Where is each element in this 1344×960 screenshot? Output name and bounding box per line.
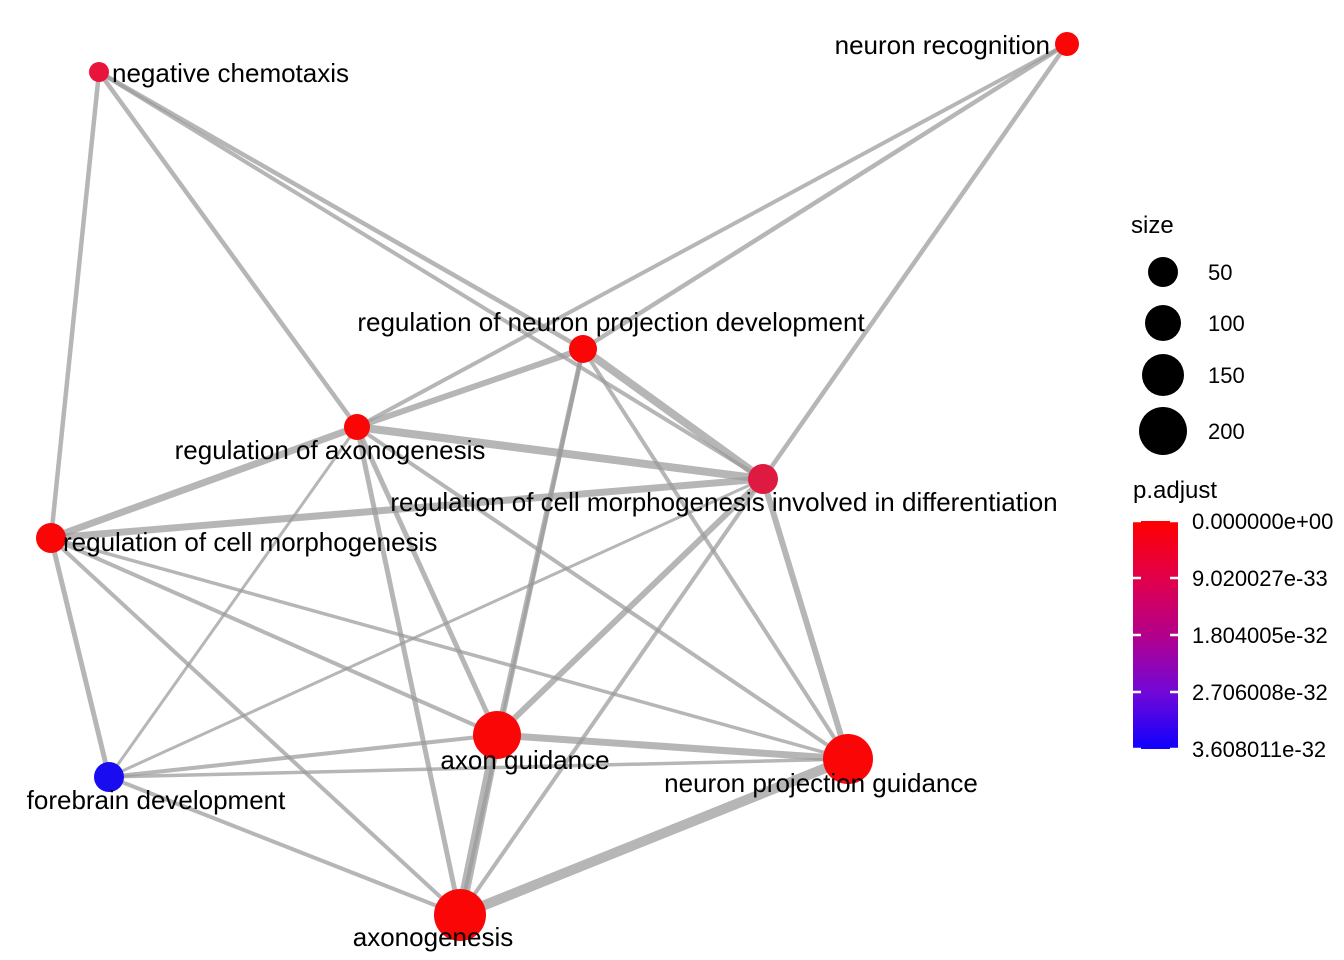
graph-node-reg_axonogenesis [344,414,370,440]
graph-node-negative_chemotaxis [89,62,109,82]
graph-edge-negative_chemotaxis--reg_cell_morphogenesis [48,71,102,539]
graph-node-axonogenesis [434,889,486,941]
size-legend-circle-50 [1148,257,1178,287]
graph-edge-neuron_recognition--reg_axonogenesis [356,42,1068,429]
size-legend-label-50: 50 [1208,260,1232,285]
graph-node-label-negative_chemotaxis: negative chemotaxis [112,58,349,88]
graph-edge-neuron_projection_guidance--forebrain_development [108,757,849,779]
padjust-legend-title: p.adjust [1133,477,1217,504]
graph-node-label-neuron_recognition: neuron recognition [835,30,1050,60]
graph-node-label-reg_cell_morphogenesis: regulation of cell morphogenesis [63,527,437,557]
padjust-tick-label-4: 3.608011e-32 [1192,737,1326,762]
size-legend-title: size [1131,212,1174,239]
graph-edge-axon_guidance--axonogenesis [455,733,502,917]
graph-edge-reg_neuron_projection_dev--reg_cell_morph_diff [580,345,766,483]
graph-edge-reg_neuron_projection_dev--neuron_projection_guidance [581,347,850,761]
padjust-tick-label-0: 0.000000e+00 [1192,509,1333,534]
padjust-tick-label-2: 1.804005e-32 [1192,623,1328,648]
size-legend-circle-150 [1142,354,1184,396]
graph-edge-neuron_projection_guidance--axonogenesis [458,754,850,920]
padjust-colorbar-ticks [1133,519,1178,751]
padjust-tick-label-3: 2.706008e-32 [1192,680,1328,705]
graph-edge-reg_cell_morphogenesis--neuron_projection_guidance [50,536,849,761]
graph-edge-reg_cell_morphogenesis--axon_guidance [50,536,498,737]
graph-node-forebrain_development [94,762,124,792]
graph-node-neuron_projection_guidance [823,734,873,784]
graph-node-label-reg_axonogenesis: regulation of axonogenesis [175,435,486,465]
padjust-tick-label-1: 9.020027e-33 [1192,566,1328,591]
graph-edge-forebrain_development--axonogenesis [108,775,461,917]
graph-edge-reg_axonogenesis--forebrain_development [107,426,359,778]
graph-node-neuron_recognition [1055,32,1079,56]
graph-node-reg_cell_morphogenesis [36,523,66,553]
graph-node-reg_neuron_projection_dev [569,335,597,363]
graph-node-axon_guidance [473,711,521,759]
graph-edge-reg_cell_morph_diff--forebrain_development [108,477,764,779]
graph-edge-reg_cell_morphogenesis--axonogenesis [49,536,462,917]
padjust-legend: p.adjust 0.000000e+00 9.020027e-33 1.804… [1133,477,1333,762]
size-legend-circle-200 [1139,407,1187,455]
graph-edge-negative_chemotaxis--reg_axonogenesis [97,70,359,429]
graph-node-label-forebrain_development: forebrain development [27,785,286,815]
graph-node-label-axon_guidance: axon guidance [440,745,609,775]
graph-edge-reg_cell_morph_diff--neuron_projection_guidance [760,478,851,760]
graph-node-label-reg_cell_morph_diff: regulation of cell morphogenesis involve… [390,487,1057,517]
graph-nodes-layer [36,32,1079,941]
size-legend-circle-100 [1145,305,1181,341]
graph-node-label-neuron_projection_guidance: neuron projection guidance [664,768,978,798]
graph-edge-reg_neuron_projection_dev--reg_axonogenesis [356,346,584,430]
graph-edge-neuron_recognition--reg_cell_morph_diff [761,42,1069,481]
graph-node-label-axonogenesis: axonogenesis [353,922,513,952]
size-legend: size 50 100 150 200 [1131,212,1245,455]
graph-node-label-reg_neuron_projection_dev: regulation of neuron projection developm… [357,307,865,337]
graph-edge-axon_guidance--forebrain_development [108,733,498,779]
graph-edge-reg_cell_morph_diff--reg_cell_morphogenesis [50,475,764,542]
graph-edge-negative_chemotaxis--reg_neuron_projection_dev [97,70,585,351]
graph-edges-layer [48,42,1069,920]
size-legend-label-100: 100 [1208,311,1245,336]
size-legend-label-200: 200 [1208,419,1245,444]
graph-edge-reg_axonogenesis--reg_cell_morphogenesis [49,423,359,542]
graph-edge-reg_axonogenesis--reg_cell_morph_diff [356,423,764,483]
graph-edge-reg_cell_morph_diff--axon_guidance [494,476,766,738]
graph-node-reg_cell_morph_diff [748,464,778,494]
graph-edge-axon_guidance--neuron_projection_guidance [496,731,849,763]
graph-edge-reg_axonogenesis--axon_guidance [354,425,500,737]
graph-edge-reg_axonogenesis--neuron_projection_guidance [355,425,850,761]
graph-edge-reg_cell_morphogenesis--forebrain_development [48,537,112,778]
graph-edge-negative_chemotaxis--reg_cell_morph_diff [97,70,765,481]
size-legend-label-150: 150 [1208,363,1245,388]
graph-edge-reg_cell_morph_diff--axonogenesis [458,477,765,917]
graph-edge-neuron_recognition--reg_neuron_projection_dev [581,42,1069,351]
graph-node-labels-layer: negative chemotaxis neuron recognition reg… [27,30,1058,952]
